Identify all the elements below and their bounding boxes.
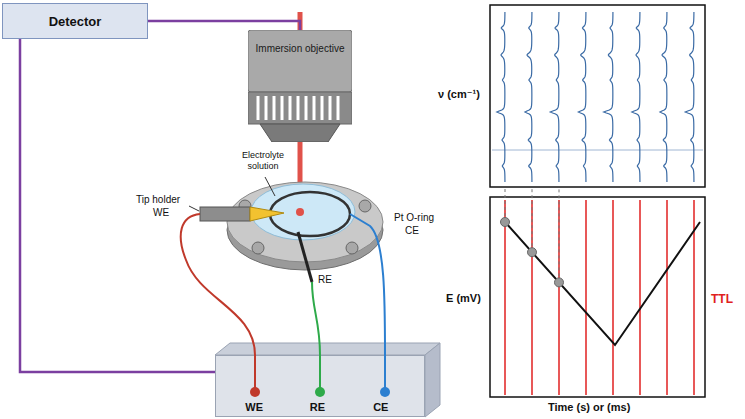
electrode-label: CE [405, 225, 419, 237]
ttl-pulse [585, 200, 587, 395]
electrode-label: WE [153, 207, 169, 219]
objective-body [248, 30, 352, 92]
objective-band [248, 92, 352, 124]
label-holder: ν (cm⁻¹) [438, 88, 480, 101]
ttl-pulse [612, 200, 614, 395]
signal-cable [20, 39, 215, 372]
potentiostat-top [215, 343, 440, 355]
ttl-pulse [504, 200, 506, 395]
terminal-wire [384, 355, 386, 388]
terminal-label: RE [298, 401, 336, 414]
cell-base [227, 182, 383, 262]
objective-groove [313, 96, 316, 120]
potential-frame [490, 197, 705, 397]
label-holder: Electrolyte solution [232, 150, 294, 172]
axis-label: E (mV) [446, 292, 481, 305]
terminal-wire [254, 355, 256, 388]
spectrum-baseline [492, 150, 703, 151]
laser-spot [296, 208, 304, 216]
signal-cable [148, 21, 300, 30]
pt-o-ring [270, 192, 350, 236]
objective-groove [297, 96, 300, 120]
label-holder: WE [153, 207, 169, 219]
sync-dot [528, 248, 537, 257]
terminal-label: CE [362, 401, 400, 414]
objective-groove [289, 96, 292, 120]
objective-nose [260, 124, 340, 142]
node-label: Immersion objective [254, 43, 346, 55]
label-holder: TTL [711, 292, 733, 306]
label-holder: RE [318, 274, 332, 286]
tip-holder [200, 207, 250, 221]
objective-groove [337, 96, 340, 120]
raman-spectrum [632, 12, 640, 182]
sync-dashed-line [505, 187, 506, 222]
signal-label: TTL [711, 292, 733, 306]
raman-spectrum [578, 12, 586, 182]
ttl-pulse [666, 200, 668, 395]
immersion-objective: Immersion objective [248, 30, 352, 142]
part-label: Electrolyte solution [232, 150, 294, 172]
screw [359, 200, 371, 212]
sync-dot [555, 278, 564, 287]
ttl-pulse [639, 200, 641, 395]
ttl-pulse [558, 200, 560, 395]
electrolyte-solution [251, 184, 355, 240]
sync-dashed-line [532, 187, 533, 252]
objective-groove [281, 96, 284, 120]
label-holder: E (mV) [446, 292, 481, 305]
raman-spectrum [604, 12, 613, 182]
potentiostat-box: WE RE CE [215, 355, 425, 417]
we-wire [181, 214, 255, 355]
objective-groove [257, 96, 260, 120]
label-holder: Tip holder [136, 194, 180, 206]
terminal-dot [250, 387, 260, 397]
sync-dot [501, 218, 510, 227]
objective-groove [305, 96, 308, 120]
screw [252, 242, 264, 254]
objective-groove [265, 96, 268, 120]
leader-line [265, 177, 275, 196]
label-holder: Pt O-ring [394, 212, 434, 224]
raman-spectrum [685, 12, 694, 182]
leader-line [189, 206, 199, 211]
objective-groove [273, 96, 276, 120]
potentiostat-front [216, 356, 425, 417]
objective-groove [321, 96, 324, 120]
potential-sweep [505, 222, 700, 345]
spectra-frame [490, 5, 705, 187]
electrode-label: RE [318, 274, 332, 286]
label-holder: Time (s) or (ms) [548, 401, 630, 414]
node-label: Detector [41, 14, 110, 29]
terminal-wire [319, 355, 321, 388]
ce-wire [350, 214, 385, 355]
reference-electrode [298, 232, 312, 282]
raman-spectrum [550, 12, 559, 182]
screw [346, 242, 358, 254]
ttl-pulse [531, 200, 533, 395]
axis-label: Time (s) or (ms) [548, 401, 630, 414]
label-holder: CE [405, 225, 419, 237]
raman-spectrum [525, 12, 532, 182]
part-label: Tip holder [136, 194, 180, 206]
terminal-dot [315, 387, 325, 397]
terminal-dot [380, 387, 390, 397]
potentiostat-side [425, 343, 440, 417]
electrode-tip [250, 207, 284, 221]
raman-spectrum [660, 12, 667, 182]
objective-groove [329, 96, 332, 120]
axis-label: ν (cm⁻¹) [438, 88, 480, 101]
detector-box: Detector [2, 3, 148, 39]
part-label: Pt O-ring [394, 212, 434, 224]
raman-spectrum [497, 12, 505, 182]
sync-dashed-line [559, 187, 560, 282]
terminal-label: WE [235, 401, 273, 414]
re-wire [312, 282, 320, 355]
